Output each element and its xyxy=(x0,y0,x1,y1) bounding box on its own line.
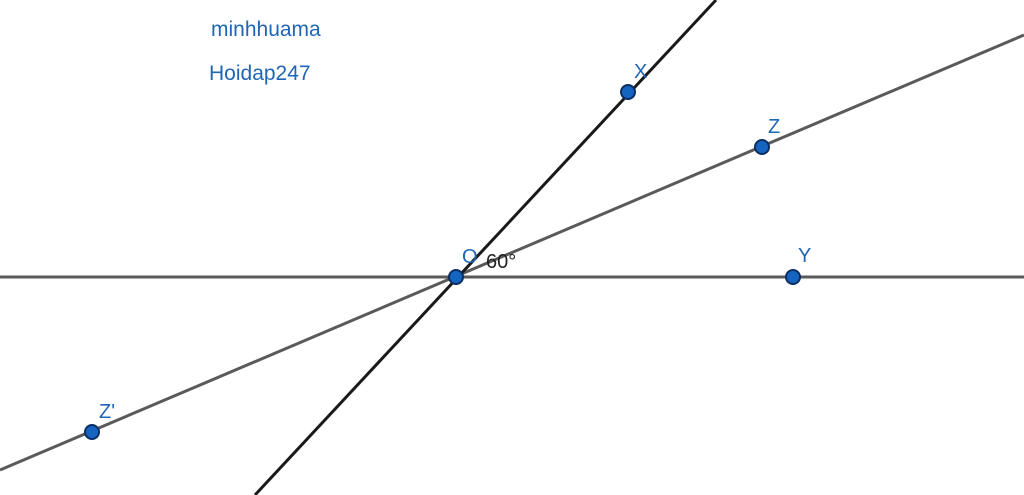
point-z-prime[interactable] xyxy=(84,424,100,440)
label-z: Z xyxy=(768,116,780,138)
point-o[interactable] xyxy=(448,269,464,285)
site-text: Hoidap247 xyxy=(209,62,311,85)
label-z-prime: Z' xyxy=(99,401,115,423)
label-o: O xyxy=(462,246,478,268)
line-ox[interactable] xyxy=(253,0,718,495)
angle-label: 60° xyxy=(486,251,516,273)
point-y[interactable] xyxy=(785,269,801,285)
label-y: Y xyxy=(798,245,811,267)
label-x: X xyxy=(634,61,647,83)
point-z[interactable] xyxy=(754,139,770,155)
line-oz[interactable] xyxy=(0,33,1024,472)
point-x[interactable] xyxy=(620,84,636,100)
author-text: minhhuama xyxy=(211,18,321,41)
